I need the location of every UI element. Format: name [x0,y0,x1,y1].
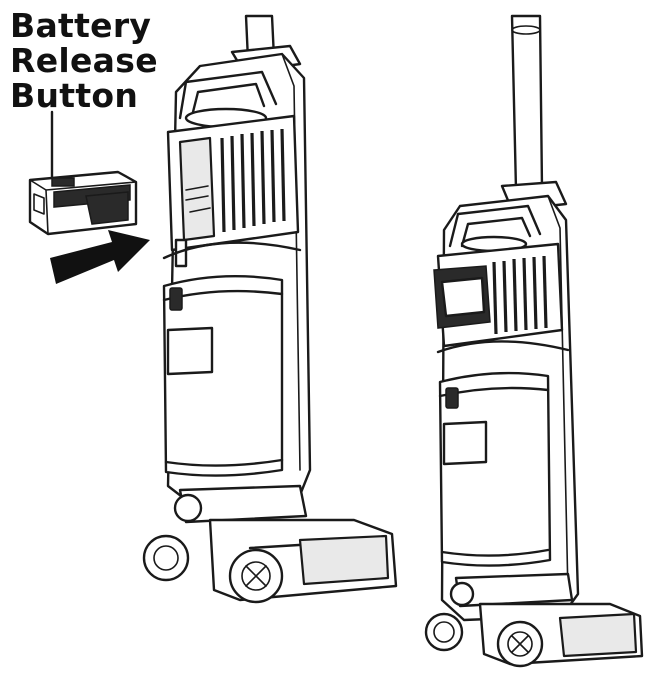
vacuum-with-battery [424,14,644,668]
label-line-2: Release [10,41,158,80]
vacuum-without-battery [142,14,398,604]
battery-pack-icon [28,170,138,236]
label-line-1: Battery [10,6,152,45]
battery-release-button-label: Battery Release Button [10,8,158,113]
release-button [51,177,75,187]
insert-arrow-icon [50,230,150,284]
label-line-3: Button [10,76,139,115]
